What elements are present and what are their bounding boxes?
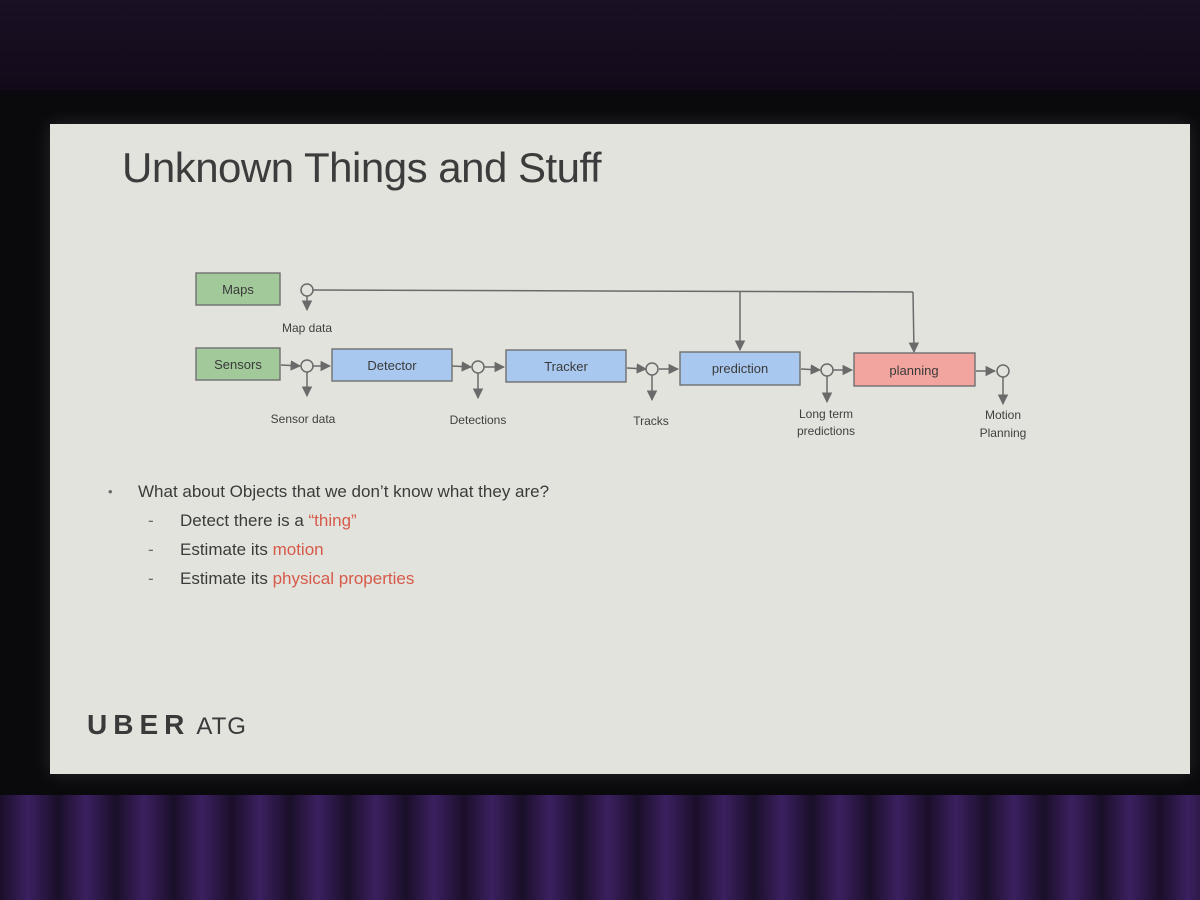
svg-text:Detector: Detector [367,358,417,373]
motion-tap [996,364,1010,378]
prediction-to-tap [800,364,822,375]
long-term-label-line1: Long term [799,407,853,421]
detector-box: Detector [331,348,453,382]
slide-title: Unknown Things and Stuff [122,144,602,191]
bullet-sub-properties-highlight: physical properties [272,569,415,588]
bullet-main-text: What about Objects that we don’t know wh… [138,482,550,501]
stage-truss [0,0,1200,90]
sensors-box: Sensors [195,347,281,381]
svg-text:Tracker: Tracker [544,359,588,374]
tracks-label: Tracks [633,414,669,428]
bullet-sub-thing-highlight: “thing” [308,511,357,530]
stage-curtain [0,795,1200,900]
tracker-to-tap [626,363,648,374]
detections-tap [471,360,485,374]
maps-box: Maps [195,272,281,306]
tracks-tap [645,362,659,376]
prediction-box: prediction [679,351,801,386]
brand-atg: ATG [196,713,247,740]
bullet-list: What about Objects that we don’t know wh… [108,482,549,589]
bullet-sub-properties-text: Estimate its [180,569,273,588]
sensor-data-tap [300,359,314,373]
bullet-sub-thing-text: Detect there is a [180,511,309,530]
sensors-to-tap [280,360,302,371]
bullet-sub-motion-text: Estimate its [180,540,273,559]
detections-label: Detections [450,413,507,427]
bullet-sub-properties: Estimate its physical properties [108,569,549,589]
svg-text:prediction: prediction [712,361,768,376]
tracker-box: Tracker [505,349,627,383]
bullet-sub-thing: Detect there is a “thing” [108,511,549,531]
brand-uber: UBER [87,709,191,740]
map-to-planning [908,291,920,354]
svg-text:Maps: Maps [222,282,254,297]
detector-to-tap [451,361,473,372]
presentation-slide: Unknown Things and Stuff [50,124,1190,774]
motion-label-line2: Planning [980,426,1027,440]
bullet-main: What about Objects that we don’t know wh… [108,482,549,502]
svg-text:Sensors: Sensors [214,357,262,372]
planning-box: planning [853,352,976,387]
map-data-bus [312,289,914,293]
bullet-sub-motion-highlight: motion [272,540,324,559]
long-term-label-line2: predictions [797,424,855,438]
long-term-tap [820,363,834,377]
map-data-tap [300,283,314,297]
pipeline-diagram: Maps Sensors Detector Tracker prediction… [195,272,1027,440]
bullet-sub-motion: Estimate its motion [108,540,549,560]
svg-text:planning: planning [889,363,938,378]
motion-label-line1: Motion [985,408,1021,422]
map-data-label: Map data [282,321,332,335]
sensor-data-label: Sensor data [271,412,336,426]
